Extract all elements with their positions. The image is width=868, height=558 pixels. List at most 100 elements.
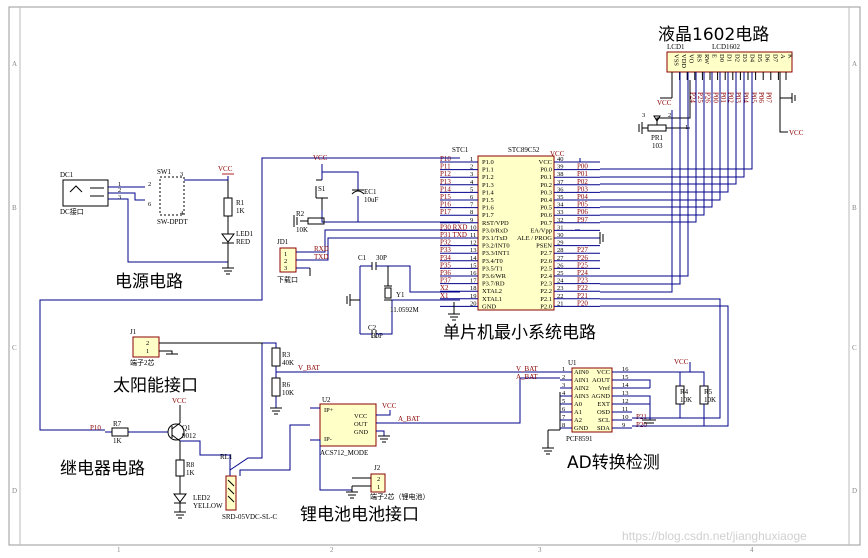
led1-symbol: [221, 180, 235, 262]
title-battery: 锂电池电池接口: [300, 505, 419, 525]
border-row-B: B: [12, 204, 17, 212]
lcd-pin-a: A: [779, 54, 786, 59]
border-row-right-A: A: [852, 60, 857, 68]
dc-jack-symbol: [69, 185, 104, 197]
u1-pin-16: 16: [622, 366, 629, 373]
lcd-net-p03: P03: [734, 92, 742, 103]
u1-pin-name-7: A2: [574, 417, 582, 424]
mcu-pin-name-7: P1.6: [482, 205, 494, 212]
u2-pin-out: OUT: [354, 421, 367, 428]
r1-body: [223, 197, 233, 217]
mcu-net-16: P36: [440, 269, 451, 277]
lcd-k-gnd: [779, 72, 796, 103]
lcd-net-p05: P05: [749, 92, 757, 103]
j1-name: 端子2芯: [130, 358, 155, 367]
led1-ref: LED1: [236, 230, 254, 238]
mcu-pin-name-26: P2.5: [540, 265, 552, 272]
crystal-circuit: C1 30P C2 30P Y1 11.0592M: [346, 254, 460, 340]
current-sensor: U2 IP+ IP- VCC OUT GND ACS712_MODE VCC A…: [310, 377, 560, 491]
r3-body: [271, 347, 281, 367]
mcu-pin-name-38: P0.1: [540, 174, 552, 181]
sw-body: [159, 176, 185, 216]
r2-ref: R2: [296, 210, 305, 218]
mcu-net-32: P97: [577, 216, 588, 224]
lcd-net-p25: P25: [696, 92, 704, 103]
u1-pin-name-1: AIN0: [574, 369, 589, 376]
u1-pin-name-5: A0: [574, 401, 582, 408]
c1-val: 30P: [376, 254, 387, 262]
u1-part: PCF8591: [566, 435, 593, 443]
border-col-1: 1: [117, 546, 121, 553]
j1-wires: [159, 342, 263, 355]
i2c-wires: [600, 298, 729, 427]
mcu-pin-9: 9: [470, 217, 473, 224]
mcu-net-21: P20: [577, 299, 588, 307]
u1-pin-name-2: AIN1: [574, 377, 589, 384]
border-row-right-B: B: [852, 204, 857, 212]
mcu-net-5: P14: [440, 185, 451, 193]
mcu-net-6: P15: [440, 193, 451, 201]
u1-pin-name-14: Vref: [598, 385, 610, 392]
mcu-pin-16: 16: [470, 270, 477, 277]
relay-p10-label: P10: [90, 424, 101, 432]
mcu-net-3: P12: [440, 170, 451, 178]
mcu-pin-35: 35: [557, 194, 564, 201]
mcu-pin-11: 11: [470, 232, 476, 239]
title-power: 电源电路: [115, 272, 183, 292]
a-bat-label: A_BAT: [398, 415, 421, 423]
r1-ref: R1: [236, 199, 245, 207]
svg-text:2: 2: [146, 340, 149, 347]
u1-pin-name-4: AIN3: [574, 393, 589, 400]
mcu-pin-13: 13: [470, 247, 477, 254]
lcd-pin-k: K: [787, 54, 794, 59]
mcu-net-35: P04: [577, 193, 588, 201]
u1-net-10: P21: [636, 413, 647, 421]
mcu-net-23: P22: [577, 284, 588, 292]
mcu-net-22: P21: [577, 292, 588, 300]
u1-pin-8: 8: [562, 422, 565, 429]
j2-body: [370, 473, 386, 493]
mcu-pin-10: 10: [470, 224, 477, 231]
u1-net-2: A_BAT: [516, 373, 539, 381]
r8-val: 1K: [186, 469, 195, 477]
mcu-pin-name-27: P2.6: [540, 258, 552, 265]
dc-wires: [108, 186, 228, 263]
u1-pin-9: 9: [622, 422, 625, 429]
mcu-pin-18: 18: [470, 285, 477, 292]
sheet-border: [8, 6, 861, 546]
mcu-pin-name-2: P1.1: [482, 167, 494, 174]
p2-bus: [600, 72, 689, 293]
title-mcu: 单片机最小系统电路: [443, 323, 596, 343]
mcu-pin-29: 29: [557, 240, 564, 247]
u1-pin-name-11: OSD: [597, 409, 610, 416]
mcu-pin-name-24: P2.3: [540, 281, 552, 288]
j2-name: 端子2芯（锂电池）: [370, 492, 430, 501]
lcd-pin-rw: RW: [703, 54, 710, 65]
mcu-pin-8: 8: [470, 209, 473, 216]
j1-ref: J1: [130, 328, 137, 336]
rl1-part: SRD-05VDC-SL-C: [222, 513, 278, 521]
mcu-pin-26: 26: [557, 262, 564, 269]
mcu-pin-name-18: XTAL2: [482, 288, 502, 295]
u1-pin-name-10: SCL: [598, 417, 610, 424]
u1-pin-10: 10: [622, 414, 629, 421]
mcu-net-34: P05: [577, 201, 588, 209]
mcu-ea-wire: [575, 229, 600, 239]
solar-connector: J1 21 端子2芯: [130, 328, 263, 367]
r4-val: 10K: [680, 396, 692, 404]
mcu-pin-name-33: P0.6: [540, 212, 552, 219]
mcu-part: STC89C52: [508, 146, 540, 154]
reset-circuit: VCC S1 EC1 10uF R2 10K: [293, 154, 460, 234]
lcd-net-p07: P07: [765, 92, 773, 103]
mcu-net-27: P26: [577, 254, 588, 262]
svg-text:3: 3: [118, 194, 121, 201]
mcu-pin-name-23: P2.2: [540, 288, 552, 295]
lcd-pin-d6: D6: [764, 54, 771, 63]
mcu-pin-name-5: P1.4: [482, 189, 494, 196]
lcd-pin-d3: D3: [741, 54, 748, 62]
